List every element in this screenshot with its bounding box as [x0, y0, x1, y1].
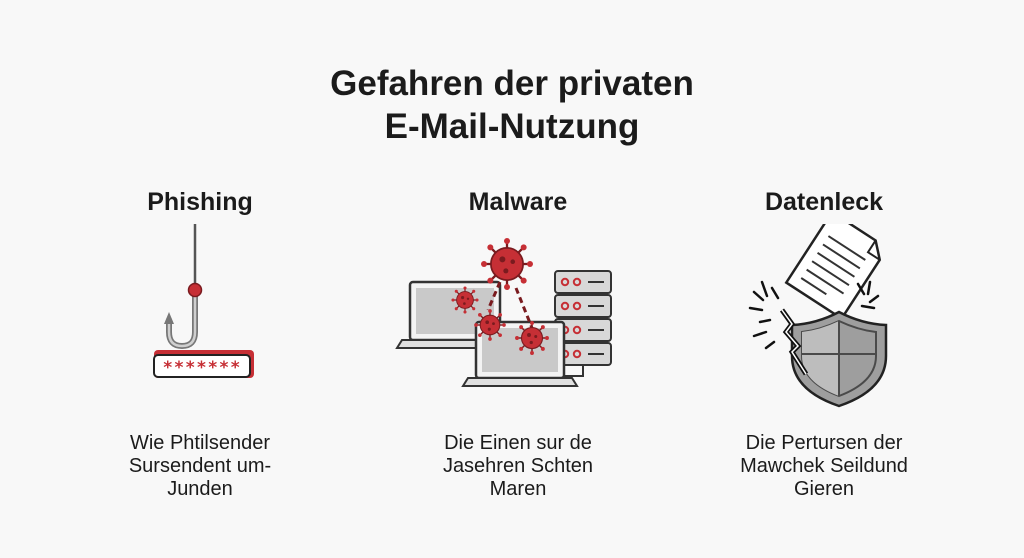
malware-column: Malware: [368, 186, 668, 501]
password-mask: *******: [163, 358, 242, 378]
malware-heading: Malware: [468, 188, 568, 216]
page-title: Gefahren der privaten E-Mail-Nutzung: [0, 62, 1024, 148]
datenleck-column: Datenleck: [674, 186, 974, 501]
datenleck-heading: Datenleck: [764, 188, 884, 216]
datenleck-text-line1: Die Pertursen der: [745, 432, 903, 454]
document-broken-shield-icon: [674, 224, 974, 414]
malware-text-line3: Maren: [489, 478, 547, 500]
phishing-text-line3: Junden: [167, 478, 233, 500]
page-title-line2: E-Mail-Nutzung: [384, 107, 640, 146]
datenleck-description: Die Pertursen der Mawchek Seildund Giere…: [674, 432, 974, 501]
phishing-column: Phishing ******* Wie Phtilsender Sursend…: [50, 186, 350, 501]
page-title-line1: Gefahren der privaten: [330, 64, 694, 103]
phishing-text-line1: Wie Phtilsender: [129, 432, 271, 454]
virus-laptop-server-icon: [368, 224, 668, 414]
fishhook-password-icon: *******: [50, 224, 350, 414]
phishing-heading: Phishing: [147, 188, 253, 216]
datenleck-text-line3: Gieren: [793, 478, 855, 500]
phishing-description: Wie Phtilsender Sursendent um- Junden: [50, 432, 350, 501]
malware-text-line2: Jasehren Schten: [442, 455, 594, 477]
phishing-text-line2: Sursendent um-: [128, 455, 272, 477]
malware-text-line1: Die Einen sur de: [444, 432, 592, 454]
datenleck-text-line2: Mawchek Seildund: [740, 455, 908, 477]
malware-description: Die Einen sur de Jasehren Schten Maren: [368, 432, 668, 501]
